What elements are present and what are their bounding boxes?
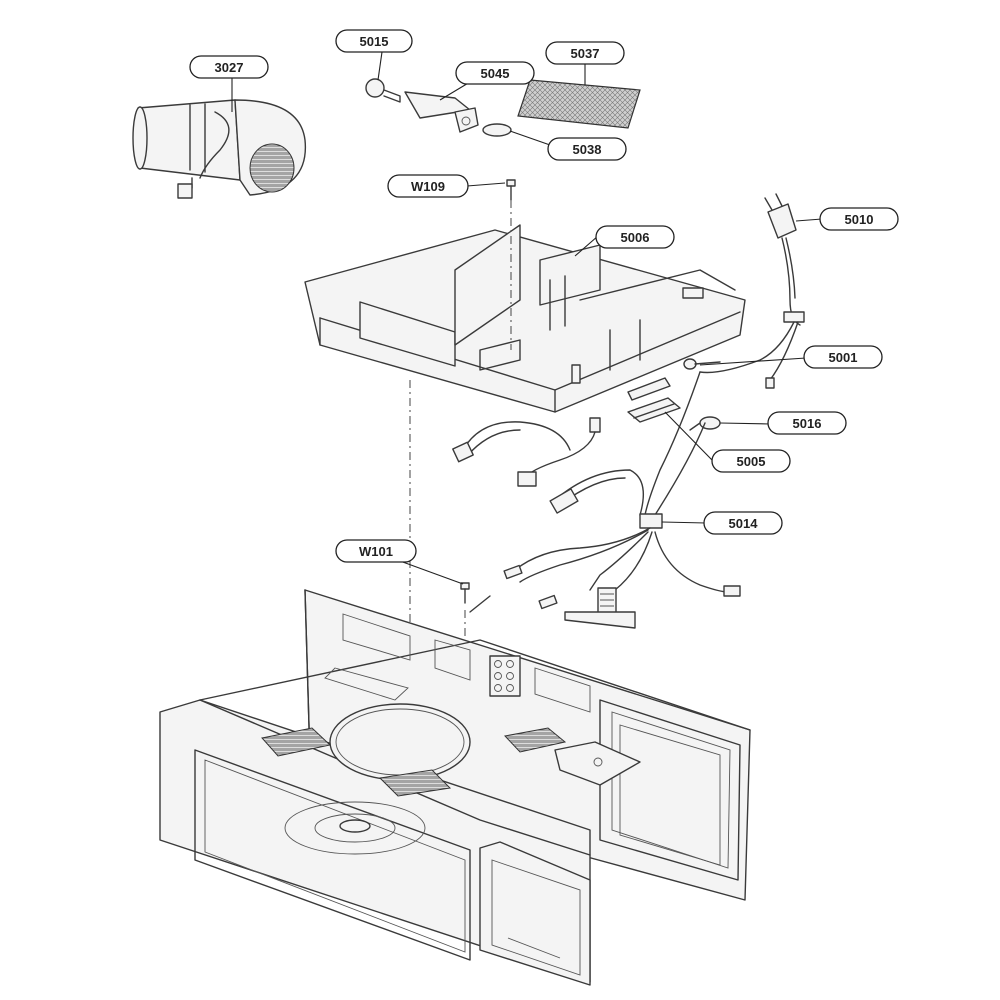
callout-5015: 5015 [335,29,413,81]
control-box-base [304,224,746,413]
screw-w101 [460,582,491,613]
screw-w109 [506,179,516,201]
callout-5037: 5037 [545,41,625,85]
grease-filter [517,79,641,129]
callout-5016: 5016 [719,411,847,435]
svg-text:5014: 5014 [729,516,759,531]
svg-text:5037: 5037 [571,46,600,61]
svg-text:5045: 5045 [481,66,510,81]
svg-text:W101: W101 [359,544,393,559]
fuse-holder [627,397,681,423]
svg-text:5006: 5006 [621,230,650,245]
fuse [627,377,671,401]
callout-w109: W109 [387,174,506,198]
callout-5014: 5014 [661,511,783,535]
lamp-connector [482,123,512,137]
callout-5001: 5001 [699,345,883,369]
svg-text:3027: 3027 [215,60,244,75]
microwave-cavity-frame [159,589,751,986]
fan-motor-assembly [132,99,307,199]
callout-5045: 5045 [439,61,535,101]
svg-text:5005: 5005 [737,454,766,469]
callout-5038: 5038 [509,130,627,161]
callout-5010: 5010 [795,207,899,231]
svg-text:5001: 5001 [829,350,858,365]
thermal-fuse [683,358,721,370]
callout-3027: 3027 [189,55,269,112]
svg-text:5016: 5016 [793,416,822,431]
callout-5006: 5006 [574,225,675,257]
svg-text:5038: 5038 [573,142,602,157]
callout-5005: 5005 [664,411,791,473]
wire-harness [452,371,741,629]
svg-text:5015: 5015 [360,34,389,49]
lamp-socket-bracket [404,91,479,133]
svg-text:5010: 5010 [845,212,874,227]
power-cord [699,193,805,389]
svg-text:W109: W109 [411,179,445,194]
lamp-bulb [365,78,401,103]
callout-w101: W101 [335,539,464,585]
